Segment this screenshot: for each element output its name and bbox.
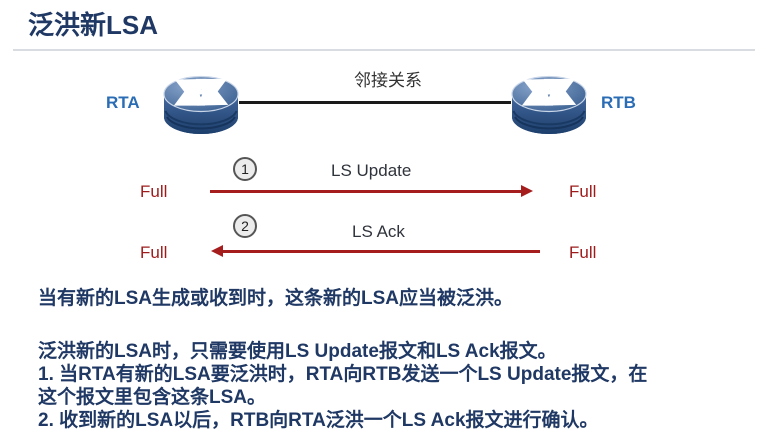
- note-detail-line: 1. 当RTA有新的LSA要泛洪时，RTA向RTB发送一个LS Update报文…: [38, 364, 648, 385]
- arrow-ls-ack: [222, 250, 540, 253]
- state-full-left-2: Full: [140, 243, 168, 262]
- step-circle-2: 2: [233, 214, 257, 238]
- page-title: 泛洪新LSA: [28, 10, 159, 40]
- adjacency-link-label: 邻接关系: [354, 71, 422, 90]
- arrow-ls-update: [210, 190, 523, 193]
- title-divider: [13, 49, 755, 51]
- router-icon: [160, 62, 242, 136]
- arrow-ls-ack-head: [211, 245, 223, 257]
- adjacency-link-line: [239, 101, 511, 104]
- arrow-ls-update-head: [521, 185, 533, 197]
- router-label-rta: RTA: [106, 93, 140, 112]
- note-detail-line: 这个报文里包含这条LSA。: [38, 387, 267, 408]
- note-summary: 当有新的LSA生成或收到时，这条新的LSA应当被泛洪。: [38, 288, 514, 309]
- message-label-ls-ack: LS Ack: [352, 222, 405, 241]
- state-full-left-1: Full: [140, 182, 168, 201]
- state-full-right-2: Full: [569, 243, 597, 262]
- note-detail-line: 泛洪新的LSA时，只需要使用LS Update报文和LS Ack报文。: [38, 341, 557, 362]
- message-label-ls-update: LS Update: [331, 161, 412, 180]
- step-circle-1: 1: [233, 157, 257, 181]
- note-details: 泛洪新的LSA时，只需要使用LS Update报文和LS Ack报文。 1. 当…: [38, 340, 647, 432]
- router-label-rtb: RTB: [601, 93, 636, 112]
- router-icon: [508, 62, 590, 136]
- state-full-right-1: Full: [569, 182, 597, 201]
- note-detail-line: 2. 收到新的LSA以后，RTB向RTA泛洪一个LS Ack报文进行确认。: [38, 410, 599, 431]
